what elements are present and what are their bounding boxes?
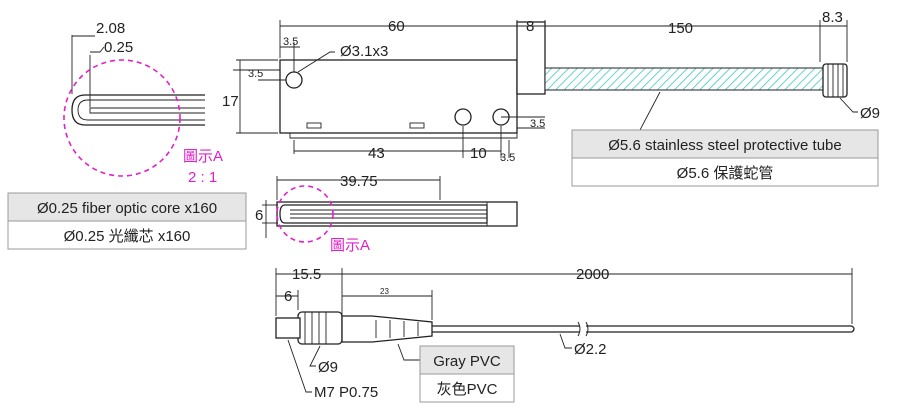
tube-callout: Ø5.6 stainless steel protective tube Ø5.… <box>571 129 879 187</box>
callout-core-en: Ø0.25 fiber optic core x160 <box>37 200 217 217</box>
dim-edge-35-a: 3.5 <box>283 36 298 48</box>
detail-a-view: 2.08 0.25 圖示A 2 : 1 <box>63 20 223 186</box>
top-view: 60 8 150 8.3 3.5 Ø3.1x3 3.5 17 43 10 3.5 <box>222 9 880 164</box>
dim-edge-35-b: 3.5 <box>248 68 263 80</box>
dim-height: 17 <box>222 93 239 110</box>
dim-fiber-core: 0.25 <box>104 39 133 56</box>
detail-a-circle <box>63 59 181 177</box>
dim-body-length: 60 <box>388 18 405 35</box>
dim-collar-length: 8 <box>526 18 534 35</box>
callout-tube-en: Ø5.6 stainless steel protective tube <box>608 137 841 154</box>
dim-tube-length: 150 <box>668 20 693 37</box>
connector-thread <box>275 317 301 339</box>
dim-slit-length: 39.75 <box>340 173 378 190</box>
cable-boot <box>341 315 433 343</box>
detail-a-label: 圖示A <box>183 148 223 165</box>
callout-cable-zh: 灰色PVC <box>437 381 498 398</box>
dim-edge-35-d: 3.5 <box>500 152 515 164</box>
detail-a-scale: 2 : 1 <box>188 169 217 186</box>
mount-hole-2 <box>454 108 472 126</box>
dim-conn-length: 15.5 <box>292 266 321 283</box>
cable-callout: Gray PVC 灰色PVC <box>419 345 515 403</box>
dim-thread: M7 P0.75 <box>314 384 378 401</box>
callout-tube-zh: Ø5.6 保護蛇管 <box>677 165 774 182</box>
dim-edge-35-c: 3.5 <box>530 118 545 130</box>
mount-hole-1 <box>285 71 303 89</box>
dim-end-length: 8.3 <box>822 9 843 26</box>
protective-tube <box>544 67 829 91</box>
dim-boot-length: 23 <box>380 287 389 296</box>
tube-end-fitting <box>822 63 848 98</box>
cable-view: 15.5 2000 6 23 Ø2.2 Ø9 M7 P0.75 <box>275 266 855 401</box>
detail-a-marker <box>276 185 334 243</box>
dim-conn-short: 6 <box>284 288 292 305</box>
sensor-body <box>279 59 518 134</box>
fiber-core-callout: Ø0.25 fiber optic core x160 Ø0.25 光纖芯 x1… <box>7 192 247 250</box>
dim-hole-gap: 10 <box>470 145 487 162</box>
dim-hole-dia: Ø3.1x3 <box>340 43 388 60</box>
dim-slit-height: 6 <box>255 207 263 224</box>
detail-a-ref: 圖示A <box>330 237 370 254</box>
dim-conn-dia: Ø9 <box>318 359 338 376</box>
dim-end-dia: Ø9 <box>860 105 880 122</box>
side-view: 39.75 6 圖示A <box>255 173 518 254</box>
callout-core-zh: Ø0.25 光纖芯 x160 <box>64 228 191 245</box>
dim-hole-spacing: 43 <box>368 145 385 162</box>
dim-fiber-width: 2.08 <box>96 20 125 37</box>
callout-cable-en: Gray PVC <box>433 353 501 370</box>
dim-cable-dia: Ø2.2 <box>574 341 607 358</box>
dim-cable-length: 2000 <box>576 266 609 283</box>
